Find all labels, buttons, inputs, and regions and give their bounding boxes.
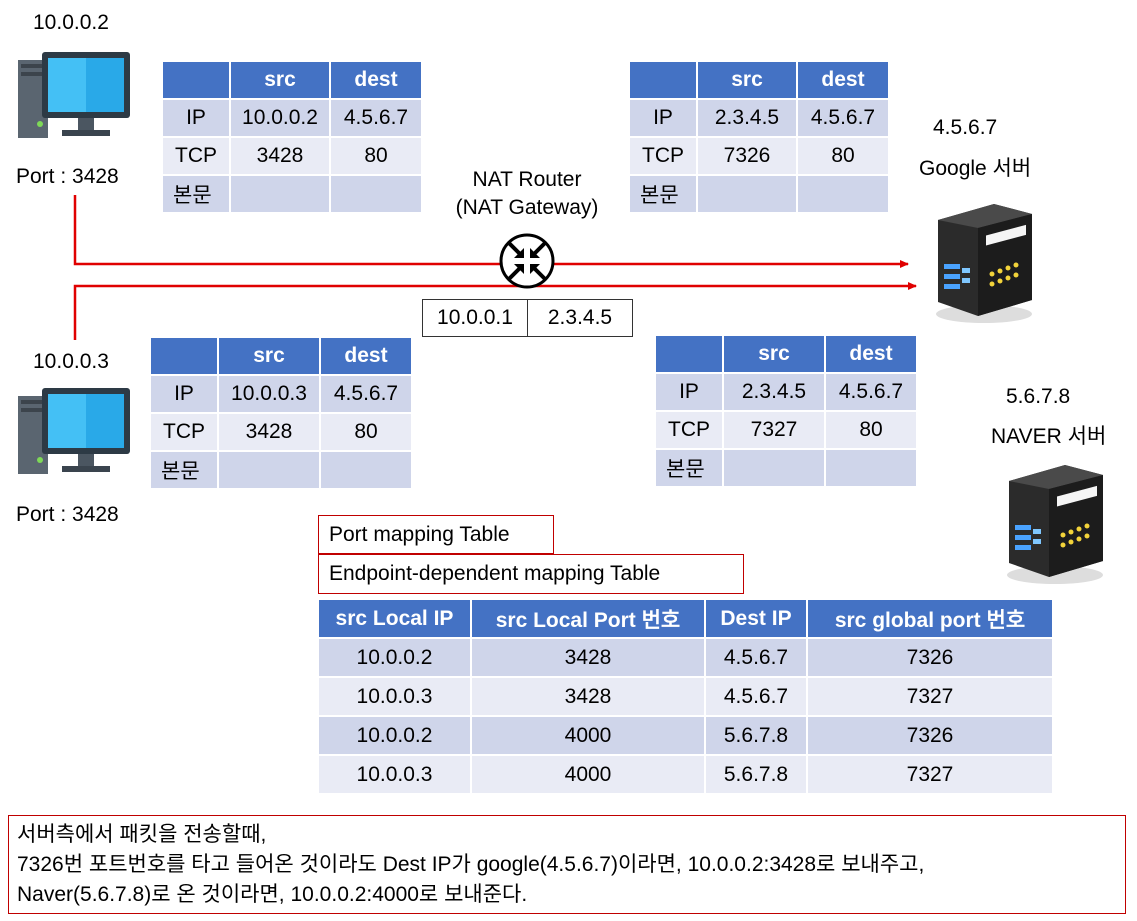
tcp-src: 3428 bbox=[229, 136, 331, 176]
ip-src: 10.0.0.3 bbox=[217, 374, 321, 414]
header-blank bbox=[161, 60, 231, 100]
row-label-ip: IP bbox=[654, 372, 724, 412]
pc1-ip: 10.0.0.2 bbox=[33, 11, 109, 34]
ip-src: 10.0.0.2 bbox=[229, 98, 331, 138]
router-private-ip: 10.0.0.1 bbox=[422, 299, 528, 337]
header-src: src bbox=[229, 60, 331, 100]
cell-src-global-port: 7326 bbox=[806, 637, 1054, 678]
header-blank bbox=[654, 334, 724, 374]
port-mapping-table: src Local IP src Local Port 번호 Dest IP s… bbox=[317, 598, 1054, 795]
cell-src-local-port: 4000 bbox=[470, 754, 706, 795]
header-src: src bbox=[696, 60, 798, 100]
header-dest: dest bbox=[796, 60, 890, 100]
row-label-ip: IP bbox=[161, 98, 231, 138]
server-rack-icon bbox=[936, 204, 1032, 323]
google-server-ip: 4.5.6.7 bbox=[933, 116, 998, 139]
router-label-line1: NAT Router bbox=[472, 168, 582, 191]
row-label-ip: IP bbox=[628, 98, 698, 138]
pc2-ip: 10.0.0.3 bbox=[33, 350, 109, 373]
naver-server-name: NAVER 서버 bbox=[991, 425, 1107, 448]
row-label-body: 본문 bbox=[654, 448, 724, 488]
cell-src-local-ip: 10.0.0.3 bbox=[317, 754, 472, 795]
row-label-ip: IP bbox=[149, 374, 219, 414]
ip-dest: 4.5.6.7 bbox=[824, 372, 918, 412]
ip-src: 2.3.4.5 bbox=[722, 372, 826, 412]
pc2-port: Port : 3428 bbox=[16, 503, 119, 526]
header-blank bbox=[628, 60, 698, 100]
table-row: 10.0.0.2 4000 5.6.7.8 7326 bbox=[317, 715, 1054, 756]
header-dest: dest bbox=[329, 60, 423, 100]
col-header-src-local-port: src Local Port 번호 bbox=[470, 598, 706, 639]
cell-src-local-port: 3428 bbox=[470, 637, 706, 678]
ip-dest: 4.5.6.7 bbox=[329, 98, 423, 138]
cell-src-local-port: 3428 bbox=[470, 676, 706, 717]
cell-src-local-ip: 10.0.0.2 bbox=[317, 637, 472, 678]
cell-src-local-ip: 10.0.0.3 bbox=[317, 676, 472, 717]
ip-dest: 4.5.6.7 bbox=[319, 374, 413, 414]
arrow-pc1-to-google bbox=[73, 195, 909, 268]
desktop-computer-icon bbox=[18, 52, 130, 138]
router-ip-table: 10.0.0.1 2.3.4.5 bbox=[422, 299, 633, 337]
note-line-1: 서버측에서 패킷을 전송할때, bbox=[17, 823, 267, 846]
google-server-name: Google 서버 bbox=[919, 157, 1032, 180]
header-src: src bbox=[722, 334, 826, 374]
router-public-ip: 2.3.4.5 bbox=[527, 299, 633, 337]
explanation-note: 서버측에서 패킷을 전송할때, 7326번 포트번호를 타고 들어온 것이라도 … bbox=[8, 815, 1126, 914]
header-src: src bbox=[217, 336, 321, 376]
col-header-dest-ip: Dest IP bbox=[704, 598, 808, 639]
col-header-src-global-port: src global port 번호 bbox=[806, 598, 1054, 639]
tcp-dest: 80 bbox=[329, 136, 423, 176]
header-dest: dest bbox=[824, 334, 918, 374]
tcp-dest: 80 bbox=[796, 136, 890, 176]
ip-dest: 4.5.6.7 bbox=[796, 98, 890, 138]
cell-dest-ip: 4.5.6.7 bbox=[704, 637, 808, 678]
cell-dest-ip: 5.6.7.8 bbox=[704, 715, 808, 756]
row-label-body: 본문 bbox=[628, 174, 698, 214]
table-row: 10.0.0.3 3428 4.5.6.7 7327 bbox=[317, 676, 1054, 717]
tcp-src: 7326 bbox=[696, 136, 798, 176]
row-label-tcp: TCP bbox=[654, 410, 724, 450]
port-mapping-title: Port mapping Table bbox=[318, 515, 554, 554]
router-icon bbox=[499, 233, 555, 289]
tcp-src: 3428 bbox=[217, 412, 321, 452]
table-row: 10.0.0.2 3428 4.5.6.7 7326 bbox=[317, 637, 1054, 678]
tcp-src: 7327 bbox=[722, 410, 826, 450]
header-blank bbox=[149, 336, 219, 376]
endpoint-mapping-title: Endpoint-dependent mapping Table bbox=[318, 554, 744, 594]
row-label-body: 본문 bbox=[149, 450, 219, 490]
cell-dest-ip: 4.5.6.7 bbox=[704, 676, 808, 717]
cell-src-global-port: 7327 bbox=[806, 754, 1054, 795]
tcp-dest: 80 bbox=[319, 412, 413, 452]
ip-src: 2.3.4.5 bbox=[696, 98, 798, 138]
cell-src-local-port: 4000 bbox=[470, 715, 706, 756]
table-row: 10.0.0.3 4000 5.6.7.8 7327 bbox=[317, 754, 1054, 795]
note-line-3: Naver(5.6.7.8)로 온 것이라면, 10.0.0.2:4000로 보… bbox=[17, 883, 528, 906]
header-dest: dest bbox=[319, 336, 413, 376]
cell-src-global-port: 7327 bbox=[806, 676, 1054, 717]
naver-server-ip: 5.6.7.8 bbox=[1006, 385, 1071, 408]
cell-src-local-ip: 10.0.0.2 bbox=[317, 715, 472, 756]
server-rack-icon bbox=[1007, 465, 1103, 584]
router-label-line2: (NAT Gateway) bbox=[455, 196, 599, 219]
row-label-tcp: TCP bbox=[628, 136, 698, 176]
col-header-src-local-ip: src Local IP bbox=[317, 598, 472, 639]
tcp-dest: 80 bbox=[824, 410, 918, 450]
desktop-computer-icon bbox=[18, 388, 130, 474]
row-label-tcp: TCP bbox=[161, 136, 231, 176]
note-line-2: 7326번 포트번호를 타고 들어온 것이라도 Dest IP가 google(… bbox=[17, 853, 925, 876]
row-label-tcp: TCP bbox=[149, 412, 219, 452]
cell-src-global-port: 7326 bbox=[806, 715, 1054, 756]
arrow-pc2-to-google bbox=[73, 282, 917, 340]
cell-dest-ip: 5.6.7.8 bbox=[704, 754, 808, 795]
pc1-port: Port : 3428 bbox=[16, 165, 119, 188]
row-label-body: 본문 bbox=[161, 174, 231, 214]
